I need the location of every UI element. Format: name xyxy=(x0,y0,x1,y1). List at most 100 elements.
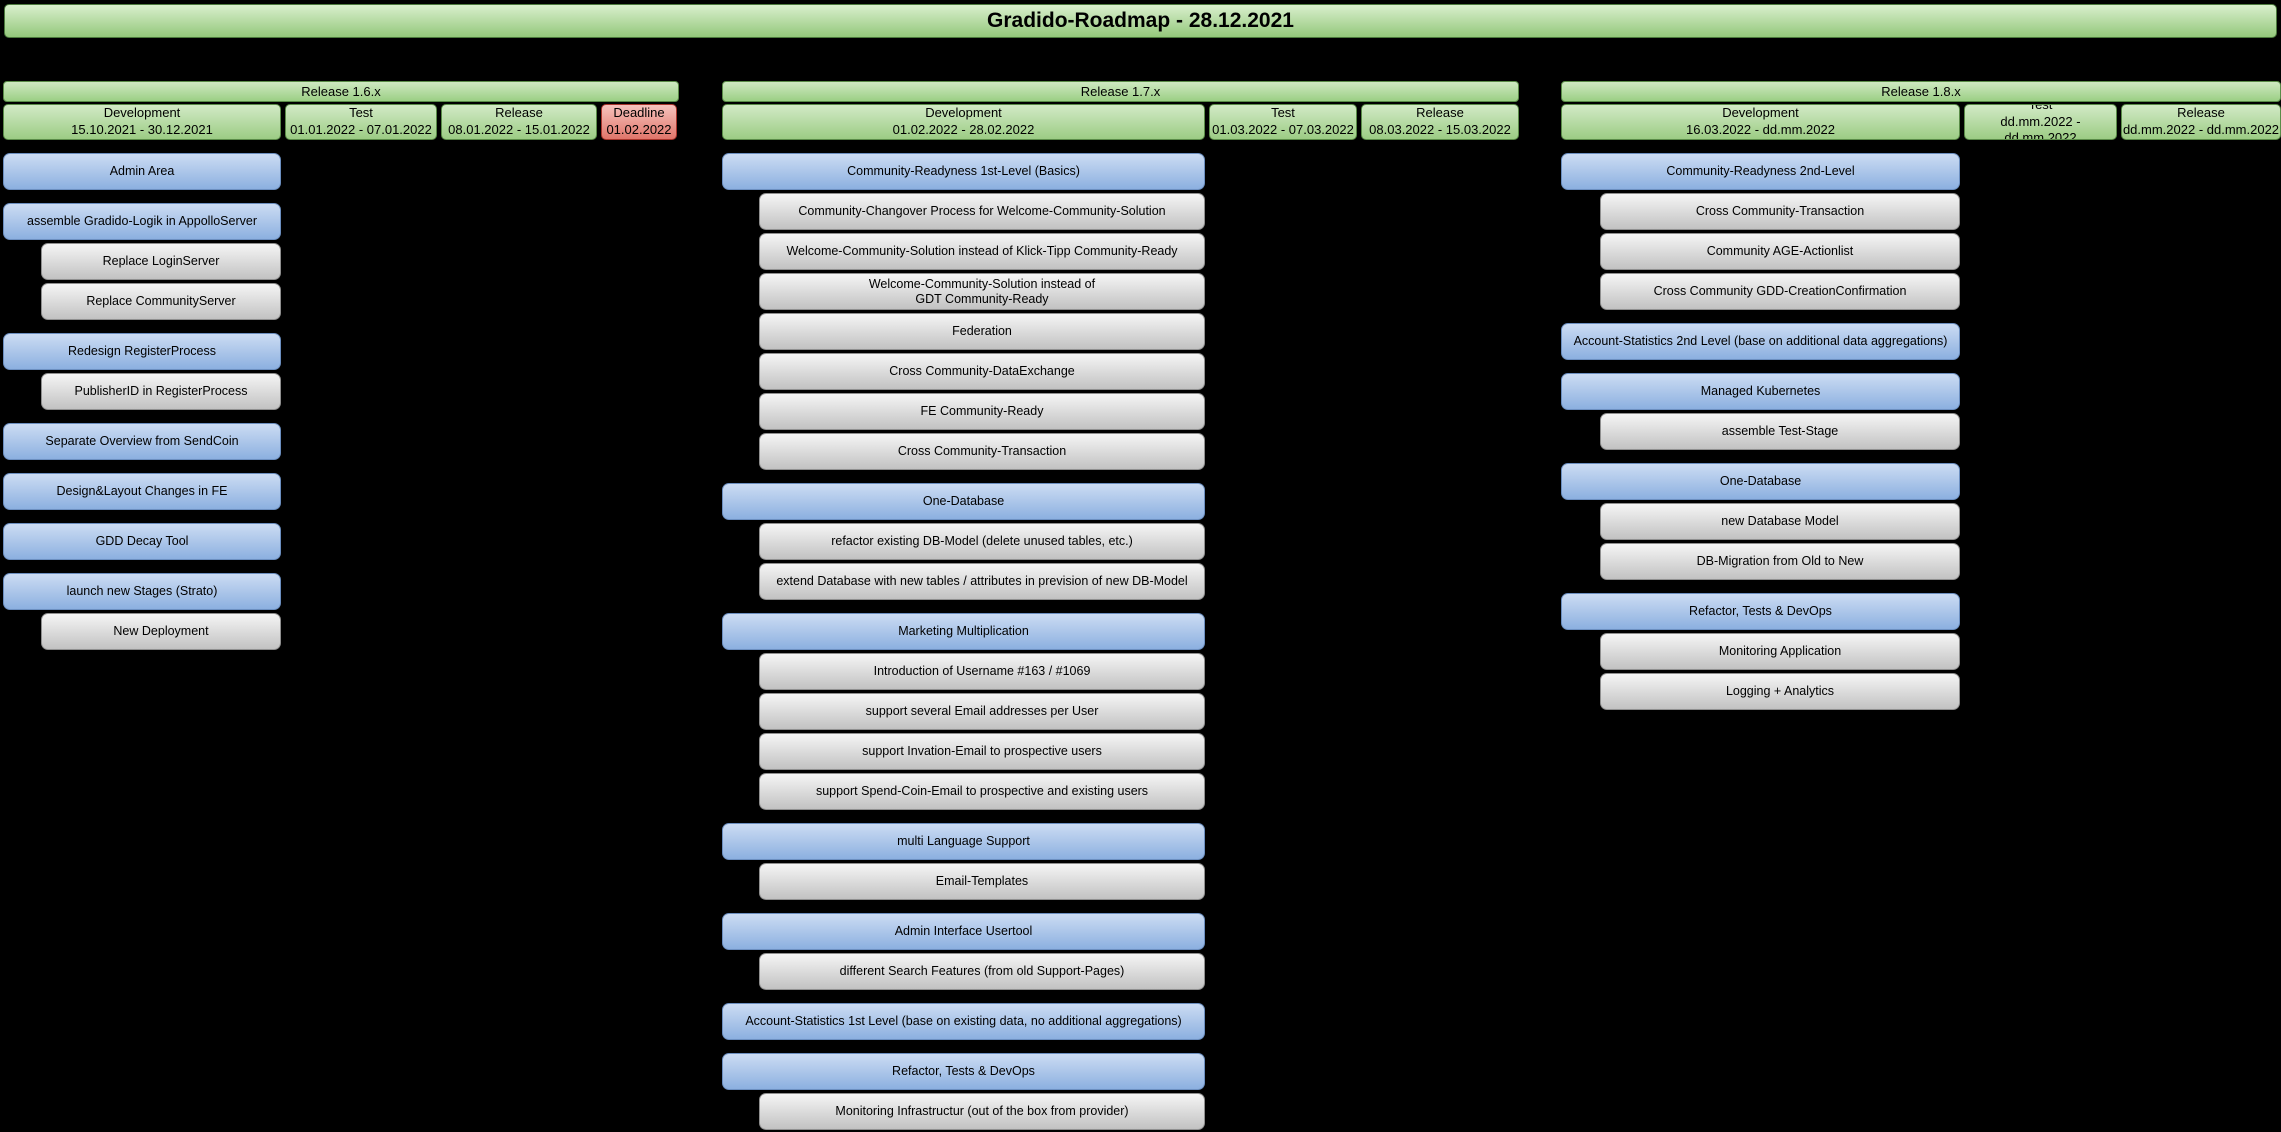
phase-dates: 01.03.2022 - 07.03.2022 xyxy=(1212,122,1354,137)
task-item: Community AGE-Actionlist xyxy=(1600,233,1960,270)
page-title: Gradido-Roadmap - 28.12.2021 xyxy=(4,4,2277,38)
task-group-header: Community-Readyness 2nd-Level xyxy=(1561,153,1960,190)
phase-label: Deadline xyxy=(613,105,665,121)
phase-label: Release xyxy=(2177,105,2225,121)
phase-dates: 15.10.2021 - 30.12.2021 xyxy=(71,122,213,137)
task-item: support Invation-Email to prospective us… xyxy=(759,733,1205,770)
task-group-header: Managed Kubernetes xyxy=(1561,373,1960,410)
task-group-design-layout-changes-in-fe: Design&Layout Changes in FE xyxy=(3,473,679,510)
task-item: Community-Changover Process for Welcome-… xyxy=(759,193,1205,230)
phase-dates: 08.03.2022 - 15.03.2022 xyxy=(1369,122,1511,137)
task-group-header: Account-Statistics 2nd Level (base on ad… xyxy=(1561,323,1960,360)
task-group-launch-new-stages-strato: launch new Stages (Strato)New Deployment xyxy=(3,573,679,650)
task-item: DB-Migration from Old to New xyxy=(1600,543,1960,580)
task-group-account-statistics-1st-level-base-on-existing-data-no-additional-aggregations: Account-Statistics 1st Level (base on ex… xyxy=(722,1003,1519,1040)
phase-label: Development xyxy=(1722,105,1799,121)
release-name-bar: Release 1.7.x xyxy=(722,81,1519,102)
task-group-header: multi Language Support xyxy=(722,823,1205,860)
task-item: Replace CommunityServer xyxy=(41,283,281,320)
phase-dates: 01.01.2022 - 07.01.2022 xyxy=(290,122,432,137)
task-group-header: Redesign RegisterProcess xyxy=(3,333,281,370)
task-group-header: Refactor, Tests & DevOps xyxy=(1561,593,1960,630)
task-item: PublisherID in RegisterProcess xyxy=(41,373,281,410)
task-group-header: assemble Gradido-Logik in AppolloServer xyxy=(3,203,281,240)
task-group-header: Design&Layout Changes in FE xyxy=(3,473,281,510)
task-item: Cross Community GDD-CreationConfirmation xyxy=(1600,273,1960,310)
task-item: different Search Features (from old Supp… xyxy=(759,953,1205,990)
task-group-account-statistics-2nd-level-base-on-additional-data-aggregations: Account-Statistics 2nd Level (base on ad… xyxy=(1561,323,2281,360)
task-group-header: One-Database xyxy=(1561,463,1960,500)
task-list: Community-Readyness 1st-Level (Basics)Co… xyxy=(722,153,1519,1130)
task-item: Logging + Analytics xyxy=(1600,673,1960,710)
phase-dates: dd.mm.2022 - dd.mm.2022 xyxy=(2122,122,2280,137)
task-item: assemble Test-Stage xyxy=(1600,413,1960,450)
task-group-gdd-decay-tool: GDD Decay Tool xyxy=(3,523,679,560)
task-group-header: Community-Readyness 1st-Level (Basics) xyxy=(722,153,1205,190)
task-group-header: Admin Area xyxy=(3,153,281,190)
phase-label: Test xyxy=(2028,104,2053,112)
task-group-header: Marketing Multiplication xyxy=(722,613,1205,650)
task-item: extend Database with new tables / attrib… xyxy=(759,563,1205,600)
release-name-bar: Release 1.8.x xyxy=(1561,81,2281,102)
task-item: FE Community-Ready xyxy=(759,393,1205,430)
phase-dates: dd.mm.2022 - dd.mm.2022 xyxy=(2000,113,2081,140)
task-item: Cross Community-Transaction xyxy=(759,433,1205,470)
phase-label: Development xyxy=(103,105,181,121)
task-item: Welcome-Community-Solution instead of Kl… xyxy=(759,233,1205,270)
task-group-header: Admin Interface Usertool xyxy=(722,913,1205,950)
phase-dates: 01.02.2022 xyxy=(606,122,672,137)
task-item: Monitoring Application xyxy=(1600,633,1960,670)
task-group-header: launch new Stages (Strato) xyxy=(3,573,281,610)
phase-label: Release xyxy=(1416,105,1464,121)
task-item: Welcome-Community-Solution instead of GD… xyxy=(759,273,1205,310)
phase-label: Release xyxy=(495,105,543,121)
task-group-header: Separate Overview from SendCoin xyxy=(3,423,281,460)
task-item: Cross Community-DataExchange xyxy=(759,353,1205,390)
task-item: New Deployment xyxy=(41,613,281,650)
task-item: Monitoring Infrastructur (out of the box… xyxy=(759,1093,1205,1130)
task-item: support several Email addresses per User xyxy=(759,693,1205,730)
task-item: Replace LoginServer xyxy=(41,243,281,280)
task-group-admin-area: Admin Area xyxy=(3,153,679,190)
task-item: Cross Community-Transaction xyxy=(1600,193,1960,230)
phase-dates: 01.02.2022 - 28.02.2022 xyxy=(892,122,1035,137)
task-group-header: One-Database xyxy=(722,483,1205,520)
phase-label: Development xyxy=(925,105,1002,121)
task-item: support Spend-Coin-Email to prospective … xyxy=(759,773,1205,810)
task-group-header: Refactor, Tests & DevOps xyxy=(722,1053,1205,1090)
task-group-community-readyness-1st-level-basics: Community-Readyness 1st-Level (Basics)Co… xyxy=(722,153,1519,470)
task-item: refactor existing DB-Model (delete unuse… xyxy=(759,523,1205,560)
task-item: Email-Templates xyxy=(759,863,1205,900)
phase-label: Test xyxy=(349,105,373,121)
task-list: Admin Area assemble Gradido-Logik in Appo… xyxy=(3,153,679,650)
task-item: Federation xyxy=(759,313,1205,350)
task-group-separate-overview-from-sendcoin: Separate Overview from SendCoin xyxy=(3,423,679,460)
phase-dates: 16.03.2022 - dd.mm.2022 xyxy=(1686,122,1835,137)
task-group-header: GDD Decay Tool xyxy=(3,523,281,560)
release-name-bar: Release 1.6.x xyxy=(3,81,679,102)
